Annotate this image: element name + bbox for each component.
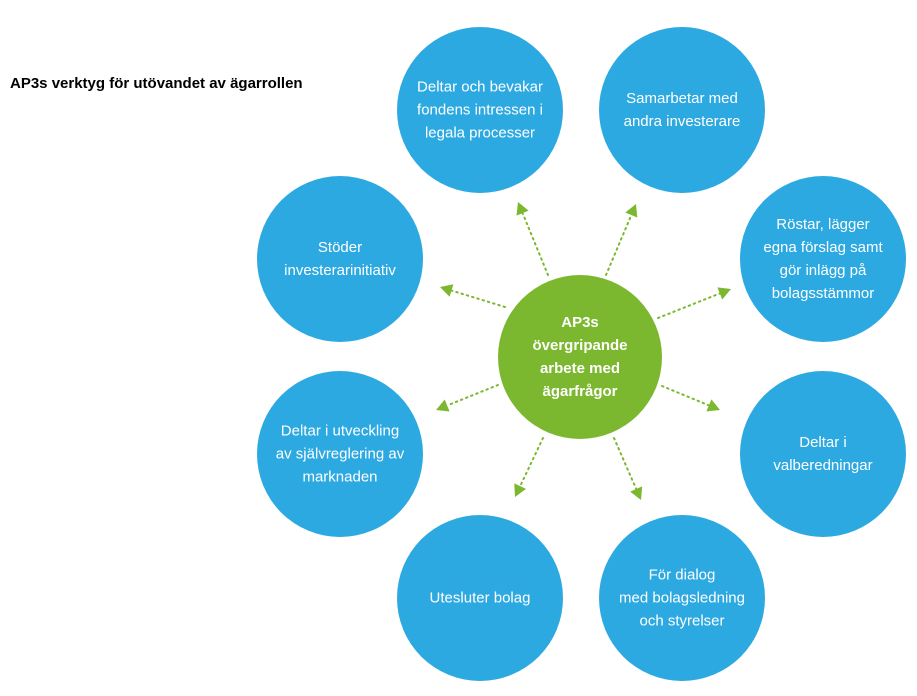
node-label-line: egna förslag samt — [763, 239, 883, 256]
arrowhead-icon — [625, 204, 638, 218]
node-stoder: Stöder investerarinitiativ — [257, 176, 423, 342]
node-label-line: För dialog — [649, 567, 716, 584]
node-label-line: av självreglering av — [276, 446, 405, 463]
arrowhead-icon — [514, 483, 526, 497]
connector-line — [613, 437, 638, 490]
connector-line — [519, 437, 544, 488]
node-label-line: investerarinitiativ — [284, 262, 396, 279]
arrowhead-icon — [516, 202, 529, 216]
node-label-line: Samarbetar med — [626, 90, 738, 107]
node-label-line: bolagsstämmor — [772, 285, 875, 302]
node-samarbetar: Samarbetar med andra investerare — [599, 27, 765, 193]
node-label-line: gör inlägg på — [780, 262, 867, 279]
hub-label-line: övergripande — [532, 337, 627, 354]
node-label-line: fondens intressen i — [417, 102, 543, 119]
hub-label-line: AP3s — [561, 314, 599, 331]
node-circle — [257, 176, 423, 342]
node-dialog: För dialog med bolagsledning och styrelser — [599, 515, 765, 681]
connector-line — [605, 214, 633, 276]
hub-circle — [498, 275, 662, 439]
node-circle — [599, 515, 765, 681]
node-circle — [740, 176, 906, 342]
node-circle — [740, 371, 906, 537]
node-circle — [599, 27, 765, 193]
node-valberedningar: Deltar i valberedningar — [740, 371, 906, 537]
hub-label-line: ägarfrågor — [542, 383, 617, 400]
page-title: AP3s verktyg för utövandet av ägarrollen — [10, 75, 303, 92]
arrowhead-icon — [706, 399, 720, 412]
node-label-line: Deltar i utveckling — [281, 423, 399, 440]
node-label-line: Deltar i — [799, 434, 847, 451]
node-label-line: valberedningar — [773, 457, 872, 474]
hub-label-line: arbete med — [540, 360, 620, 377]
arrowhead-icon — [440, 284, 454, 297]
tool-nodes: Deltar och bevakar fondens intressen i leg… — [257, 27, 906, 681]
node-label-line: marknaden — [302, 469, 377, 486]
arrowhead-icon — [630, 486, 643, 500]
node-label-line: Utesluter bolag — [430, 590, 531, 607]
connector-line — [657, 292, 721, 319]
node-label-line: Stöder — [318, 239, 362, 256]
node-label-line: legala processer — [425, 125, 535, 142]
node-label-line: och styrelser — [639, 613, 724, 630]
arrowhead-icon — [717, 287, 731, 300]
node-label-line: Röstar, lägger — [776, 216, 869, 233]
node-label-line: Deltar och bevakar — [417, 79, 543, 96]
connector-line — [450, 289, 506, 308]
arrowhead-icon — [436, 399, 450, 412]
node-circle — [397, 515, 563, 681]
node-circle — [257, 371, 423, 537]
node-utesluter: Utesluter bolag — [397, 515, 563, 681]
node-deltar-bevakar: Deltar och bevakar fondens intressen i leg… — [397, 27, 563, 193]
connector-arrows — [436, 202, 731, 500]
connector-line — [446, 384, 499, 407]
central-hub: AP3s övergripande arbete med ägarfrågor — [498, 275, 662, 439]
node-label-line: med bolagsledning — [619, 590, 745, 607]
connector-line — [521, 212, 549, 276]
node-label-line: andra investerare — [624, 113, 741, 130]
node-circle — [397, 27, 563, 193]
node-sjalvreglering: Deltar i utveckling av självreglering av m… — [257, 371, 423, 537]
connector-line — [661, 385, 710, 407]
node-rostar: Röstar, lägger egna förslag samt gör inläg… — [740, 176, 906, 342]
